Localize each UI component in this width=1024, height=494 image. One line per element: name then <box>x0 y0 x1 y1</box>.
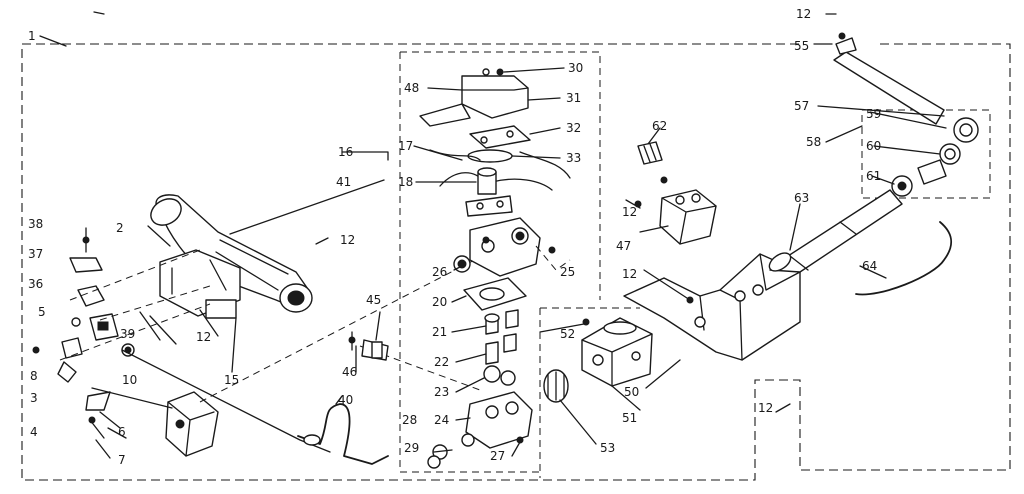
igniter-assembly <box>634 141 717 245</box>
clip-37 <box>69 257 103 273</box>
valve-stack <box>427 217 571 469</box>
fittings-45-46 <box>348 331 389 361</box>
label-58: 58 <box>806 135 821 149</box>
label-59: 59 <box>866 107 881 121</box>
burner-tube <box>150 194 313 313</box>
label-24: 24 <box>434 413 449 427</box>
label-61: 61 <box>866 169 881 183</box>
label-2: 2 <box>116 221 124 235</box>
label-4: 4 <box>30 425 38 439</box>
thermocouple <box>297 403 389 465</box>
solenoid-assembly <box>419 68 571 217</box>
label-22: 22 <box>434 355 449 369</box>
part-labels: 1 2 3 4 5 6 7 8 10 12 12 12 12 12 12 15 … <box>28 7 881 467</box>
label-12-burner: 12 <box>340 233 355 247</box>
label-47: 47 <box>616 239 631 253</box>
part-28 <box>432 444 448 460</box>
label-60: 60 <box>866 139 881 153</box>
label-16: 16 <box>338 145 353 159</box>
label-48: 48 <box>404 81 419 95</box>
label-12-top: 12 <box>796 7 811 21</box>
label-7: 7 <box>118 453 126 467</box>
screw-8 <box>32 346 40 354</box>
leader-lines <box>39 11 947 459</box>
left-small-parts <box>32 227 135 439</box>
label-55: 55 <box>794 39 809 53</box>
burner-bracket <box>159 249 241 319</box>
label-39: 39 <box>120 327 135 341</box>
label-29: 29 <box>404 441 419 455</box>
label-51: 51 <box>622 411 637 425</box>
label-23: 23 <box>434 385 449 399</box>
screw-12-top <box>838 32 846 40</box>
label-12-left: 12 <box>196 330 211 344</box>
label-50: 50 <box>624 385 639 399</box>
label-53: 53 <box>600 441 615 455</box>
label-30: 30 <box>568 61 583 75</box>
screw-7 <box>88 416 96 424</box>
coil-31 <box>461 75 529 119</box>
screw-52 <box>582 318 590 326</box>
part-36 <box>77 285 105 307</box>
screw-30 <box>496 68 504 76</box>
part-23 <box>483 365 501 383</box>
label-38: 38 <box>28 217 43 231</box>
label-32: 32 <box>566 121 581 135</box>
valve-box <box>165 391 219 457</box>
label-10: 10 <box>122 373 137 387</box>
label-12-bottom: 12 <box>758 401 773 415</box>
label-40: 40 <box>338 393 353 407</box>
part-3 <box>57 361 77 383</box>
label-46: 46 <box>342 365 357 379</box>
part-4 <box>85 391 111 411</box>
regulator-assembly <box>543 317 653 403</box>
label-3: 3 <box>30 391 38 405</box>
label-1: 1 <box>28 29 36 43</box>
label-62: 62 <box>652 119 667 133</box>
label-27: 27 <box>490 449 505 463</box>
label-6: 6 <box>118 425 126 439</box>
label-17: 17 <box>398 139 413 153</box>
label-41: 41 <box>336 175 351 189</box>
pipe-fittings <box>891 117 979 197</box>
label-25: 25 <box>560 265 575 279</box>
label-36: 36 <box>28 277 43 291</box>
label-45: 45 <box>366 293 381 307</box>
label-21: 21 <box>432 325 447 339</box>
part-3-top <box>61 337 83 359</box>
label-31: 31 <box>566 91 581 105</box>
wire-64 <box>855 221 953 296</box>
pipe-57 <box>833 51 945 125</box>
label-52: 52 <box>560 327 575 341</box>
label-28: 28 <box>402 413 417 427</box>
label-57: 57 <box>794 99 809 113</box>
label-8: 8 <box>30 369 38 383</box>
label-63: 63 <box>794 191 809 205</box>
label-5: 5 <box>38 305 46 319</box>
screw-25 <box>548 246 556 254</box>
assembly-boundary <box>21 43 1011 481</box>
plate-18 <box>465 195 513 217</box>
label-64: 64 <box>862 259 877 273</box>
part-22 <box>485 341 499 365</box>
plate-32 <box>469 125 531 149</box>
label-33: 33 <box>566 151 581 165</box>
gas-pipe <box>768 32 945 273</box>
label-37: 37 <box>28 247 43 261</box>
gasket-33 <box>467 149 513 163</box>
label-20: 20 <box>432 295 447 309</box>
clip-55 <box>835 37 857 55</box>
part-29 <box>427 455 441 469</box>
label-12-igniter: 12 <box>622 205 637 219</box>
connection-lines <box>59 249 491 453</box>
label-18: 18 <box>398 175 413 189</box>
bracket-48 <box>419 103 471 127</box>
valve-body-top <box>469 217 541 277</box>
label-15: 15 <box>224 373 239 387</box>
label-26: 26 <box>432 265 447 279</box>
label-12-bracket: 12 <box>622 267 637 281</box>
